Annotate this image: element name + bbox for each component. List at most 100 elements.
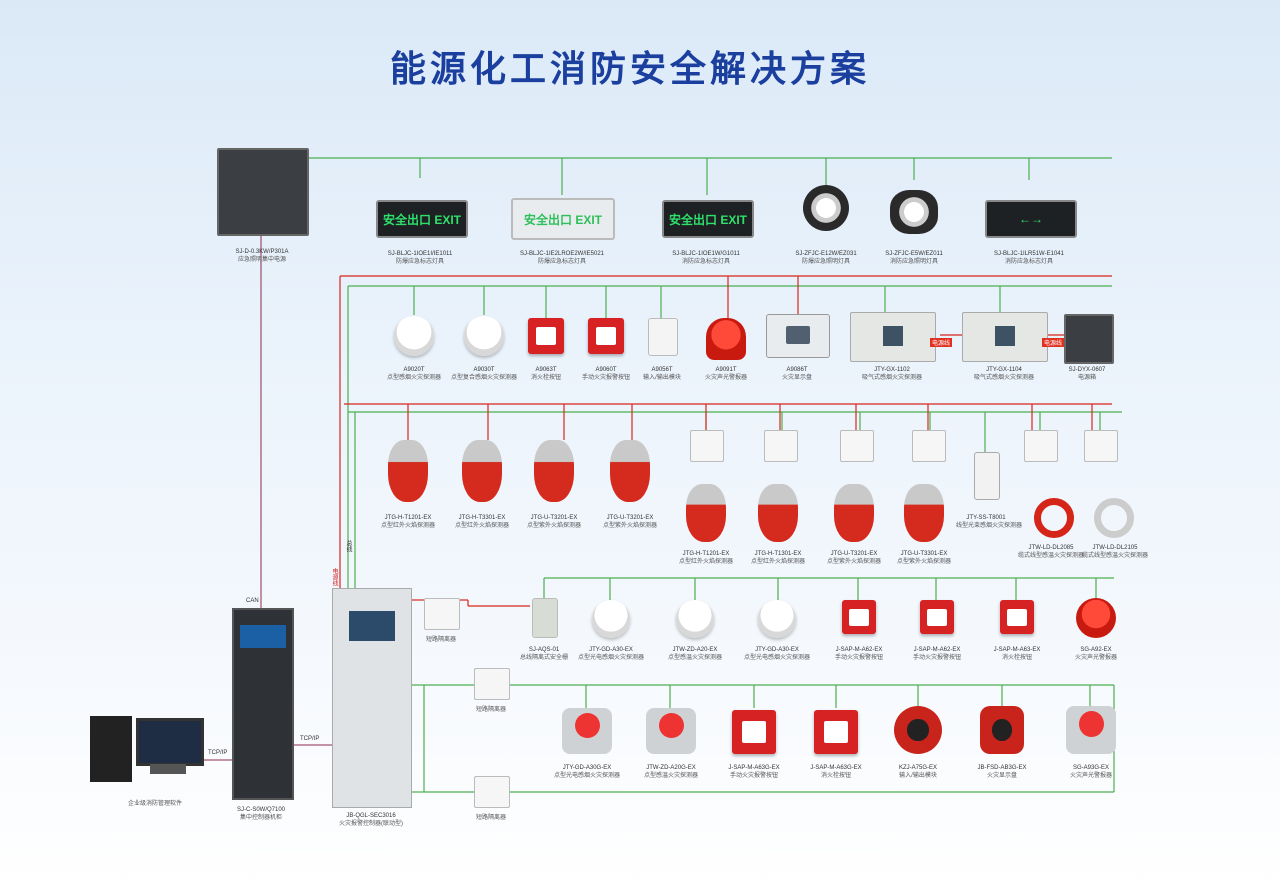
fire-display-a9086 bbox=[766, 314, 830, 358]
exit-sign-2: 安全出口 EXIT bbox=[511, 198, 615, 240]
flame-detector-3 bbox=[534, 440, 574, 502]
twin-emergency-lamp bbox=[890, 190, 938, 234]
linear-heat-cable-red bbox=[1034, 498, 1074, 538]
fire-alarm-control-panel bbox=[332, 588, 412, 808]
ex-call-point-2 bbox=[920, 600, 954, 634]
linear-heat-cable-white bbox=[1094, 498, 1134, 538]
junction-box-4 bbox=[912, 430, 946, 462]
flame-detector-6 bbox=[758, 484, 798, 542]
eps-panel bbox=[217, 148, 309, 236]
explosion-proof-lamp-1 bbox=[803, 185, 849, 231]
manual-call-point-a9060 bbox=[588, 318, 624, 354]
flame-detector-2 bbox=[462, 440, 502, 502]
short-circuit-isolator-1 bbox=[424, 598, 460, 630]
smoke-detector-a9020 bbox=[394, 316, 434, 356]
controller-cabinet bbox=[232, 608, 294, 800]
smoke-detector-a9030 bbox=[464, 316, 504, 356]
short-circuit-isolator-3 bbox=[474, 776, 510, 808]
page-title: 能源化工消防安全解决方案 bbox=[389, 49, 870, 90]
aspirating-detector-gx1102 bbox=[850, 312, 936, 362]
g-sounder bbox=[1066, 706, 1116, 754]
g-smoke-detector bbox=[562, 708, 612, 754]
io-module-a9056 bbox=[648, 318, 678, 356]
ex-smoke-detector-2 bbox=[758, 600, 796, 638]
pc-label: 企业级消防管理软件 bbox=[127, 801, 182, 807]
junction-box-6 bbox=[1084, 430, 1118, 462]
flame-detector-8 bbox=[904, 484, 944, 542]
junction-box-2 bbox=[764, 430, 798, 462]
junction-box-3 bbox=[840, 430, 874, 462]
beam-detector-t8001 bbox=[974, 452, 1000, 500]
isolator-1-label: 短路隔离器 bbox=[425, 637, 456, 643]
green-bus-lines bbox=[306, 157, 1122, 793]
flame-detector-4 bbox=[610, 440, 650, 502]
power-line-tag-2: 电源线 bbox=[1042, 338, 1065, 347]
aspirating-detector-gx1104 bbox=[962, 312, 1048, 362]
ex-heat-detector bbox=[676, 600, 714, 638]
short-circuit-isolator-2 bbox=[474, 668, 510, 700]
can-line bbox=[202, 232, 332, 761]
pc-monitor bbox=[136, 718, 204, 766]
hydrant-button-a9063 bbox=[528, 318, 564, 354]
junction-box-1 bbox=[690, 430, 724, 462]
power-label: 电源线 bbox=[331, 568, 337, 586]
can-label: CAN bbox=[246, 598, 259, 604]
isolator-3-label: 短路隔离器 bbox=[475, 815, 506, 821]
ex-hydrant-button bbox=[1000, 600, 1034, 634]
g-heat-detector bbox=[646, 708, 696, 754]
tcpip-label-1: TCP/IP bbox=[208, 750, 228, 756]
g-hydrant-button bbox=[814, 710, 858, 754]
flame-detector-5 bbox=[686, 484, 726, 542]
exit-sign-1: 安全出口 EXIT bbox=[376, 200, 468, 238]
bus-label: 总线 bbox=[345, 540, 351, 552]
flame-detector-1 bbox=[388, 440, 428, 502]
monitor-stand bbox=[150, 764, 186, 774]
exit-sign-3: 安全出口 EXIT bbox=[662, 200, 754, 238]
ex-sounder bbox=[1076, 598, 1116, 638]
pc-tower bbox=[90, 716, 132, 782]
g-display-panel bbox=[980, 706, 1024, 754]
g-call-point bbox=[732, 710, 776, 754]
tcpip-label-2: TCP/IP bbox=[300, 736, 320, 742]
